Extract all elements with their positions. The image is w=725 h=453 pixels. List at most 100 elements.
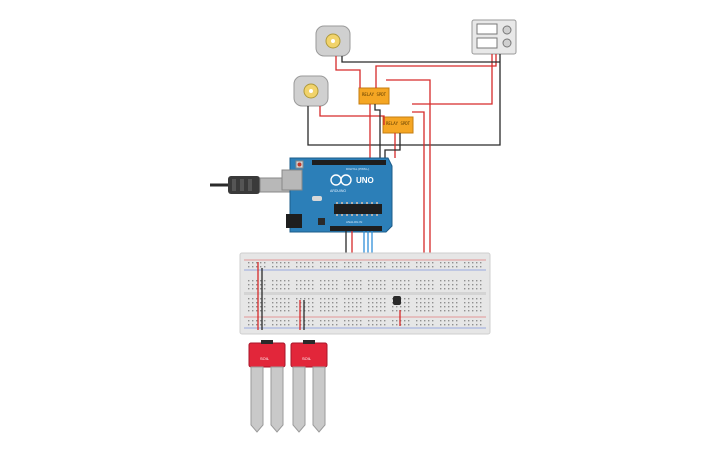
breadboard-hole <box>348 288 350 290</box>
breadboard-hole <box>432 306 434 308</box>
breadboard-hole <box>408 284 410 286</box>
breadboard-hole <box>416 306 418 308</box>
breadboard-hole <box>308 306 310 308</box>
breadboard-hole <box>336 288 338 290</box>
breadboard-hole <box>280 320 282 322</box>
breadboard-hole <box>344 302 346 304</box>
breadboard-hole <box>368 262 370 264</box>
breadboard-hole <box>376 288 378 290</box>
power-supply[interactable] <box>471 19 517 55</box>
breadboard-hole <box>444 306 446 308</box>
breadboard-hole <box>300 288 302 290</box>
breadboard-hole <box>440 306 442 308</box>
breadboard-hole <box>372 262 374 264</box>
breadboard-hole <box>356 324 358 326</box>
breadboard-hole <box>324 288 326 290</box>
breadboard-hole <box>396 320 398 322</box>
breadboard-hole <box>276 266 278 268</box>
breadboard-hole <box>372 310 374 312</box>
breadboard-hole <box>392 298 394 300</box>
breadboard-hole <box>260 288 262 290</box>
soil-sensor-left[interactable]: SOIL <box>248 340 286 433</box>
breadboard-hole <box>312 310 314 312</box>
dc-motor-bottom[interactable] <box>293 75 329 107</box>
breadboard-hole <box>260 262 262 264</box>
breadboard-hole <box>468 320 470 322</box>
breadboard-hole <box>392 302 394 304</box>
breadboard-hole <box>264 262 266 264</box>
breadboard-hole <box>328 306 330 308</box>
breadboard-hole <box>464 280 466 282</box>
breadboard-hole <box>280 310 282 312</box>
breadboard-hole <box>464 284 466 286</box>
breadboard-hole <box>372 306 374 308</box>
breadboard-hole <box>480 284 482 286</box>
breadboard-hole <box>452 320 454 322</box>
breadboard-hole <box>344 288 346 290</box>
breadboard-hole <box>468 288 470 290</box>
breadboard-hole <box>288 280 290 282</box>
breadboard-hole <box>344 266 346 268</box>
breadboard-hole <box>252 262 254 264</box>
dc-motor-top[interactable] <box>315 25 351 57</box>
breadboard-hole <box>276 262 278 264</box>
breadboard-hole <box>312 306 314 308</box>
breadboard-hole <box>360 284 362 286</box>
breadboard-hole <box>276 320 278 322</box>
breadboard-hole <box>368 298 370 300</box>
breadboard-hole <box>356 320 358 322</box>
breadboard-hole <box>428 320 430 322</box>
breadboard-hole <box>272 288 274 290</box>
breadboard-hole <box>260 324 262 326</box>
breadboard-hole <box>428 310 430 312</box>
breadboard-hole <box>480 266 482 268</box>
breadboard-hole <box>372 280 374 282</box>
soil-sensor-right[interactable]: SOIL <box>290 340 328 433</box>
breadboard-hole <box>260 320 262 322</box>
breadboard-hole <box>404 280 406 282</box>
breadboard-hole <box>384 262 386 264</box>
breadboard-hole <box>472 310 474 312</box>
breadboard-hole <box>344 280 346 282</box>
breadboard-hole <box>248 298 250 300</box>
breadboard-hole <box>308 310 310 312</box>
breadboard-hole <box>264 310 266 312</box>
breadboard-hole <box>296 266 298 268</box>
breadboard-hole <box>472 284 474 286</box>
breadboard-hole <box>328 266 330 268</box>
breadboard-hole <box>264 280 266 282</box>
breadboard-hole <box>320 266 322 268</box>
breadboard-hole <box>456 266 458 268</box>
breadboard-hole <box>308 262 310 264</box>
breadboard-hole <box>392 310 394 312</box>
breadboard-hole <box>472 302 474 304</box>
breadboard-hole <box>360 320 362 322</box>
breadboard-hole <box>312 266 314 268</box>
breadboard-hole <box>456 298 458 300</box>
breadboard-hole <box>348 262 350 264</box>
breadboard-hole <box>272 302 274 304</box>
breadboard-hole <box>404 310 406 312</box>
breadboard-hole <box>280 266 282 268</box>
breadboard-hole <box>428 306 430 308</box>
breadboard-hole <box>336 280 338 282</box>
breadboard[interactable] <box>239 252 491 335</box>
relay-bottom[interactable]: RELAY SPDT <box>382 116 414 134</box>
breadboard-hole <box>344 306 346 308</box>
breadboard-hole <box>424 324 426 326</box>
arduino-uno-board[interactable]: UNO ARDUINO DIGITAL (PWM~) ANALOG IN <box>281 157 393 233</box>
breadboard-hole <box>444 280 446 282</box>
breadboard-hole <box>304 280 306 282</box>
breadboard-hole <box>260 284 262 286</box>
breadboard-hole <box>396 310 398 312</box>
breadboard-hole <box>384 302 386 304</box>
relay-top[interactable]: RELAY SPDT <box>358 87 390 105</box>
breadboard-hole <box>440 298 442 300</box>
breadboard-hole <box>324 262 326 264</box>
breadboard-hole <box>256 306 258 308</box>
transistor-icon[interactable] <box>393 296 401 305</box>
breadboard-hole <box>248 266 250 268</box>
breadboard-hole <box>444 298 446 300</box>
breadboard-hole <box>380 288 382 290</box>
breadboard-hole <box>312 298 314 300</box>
